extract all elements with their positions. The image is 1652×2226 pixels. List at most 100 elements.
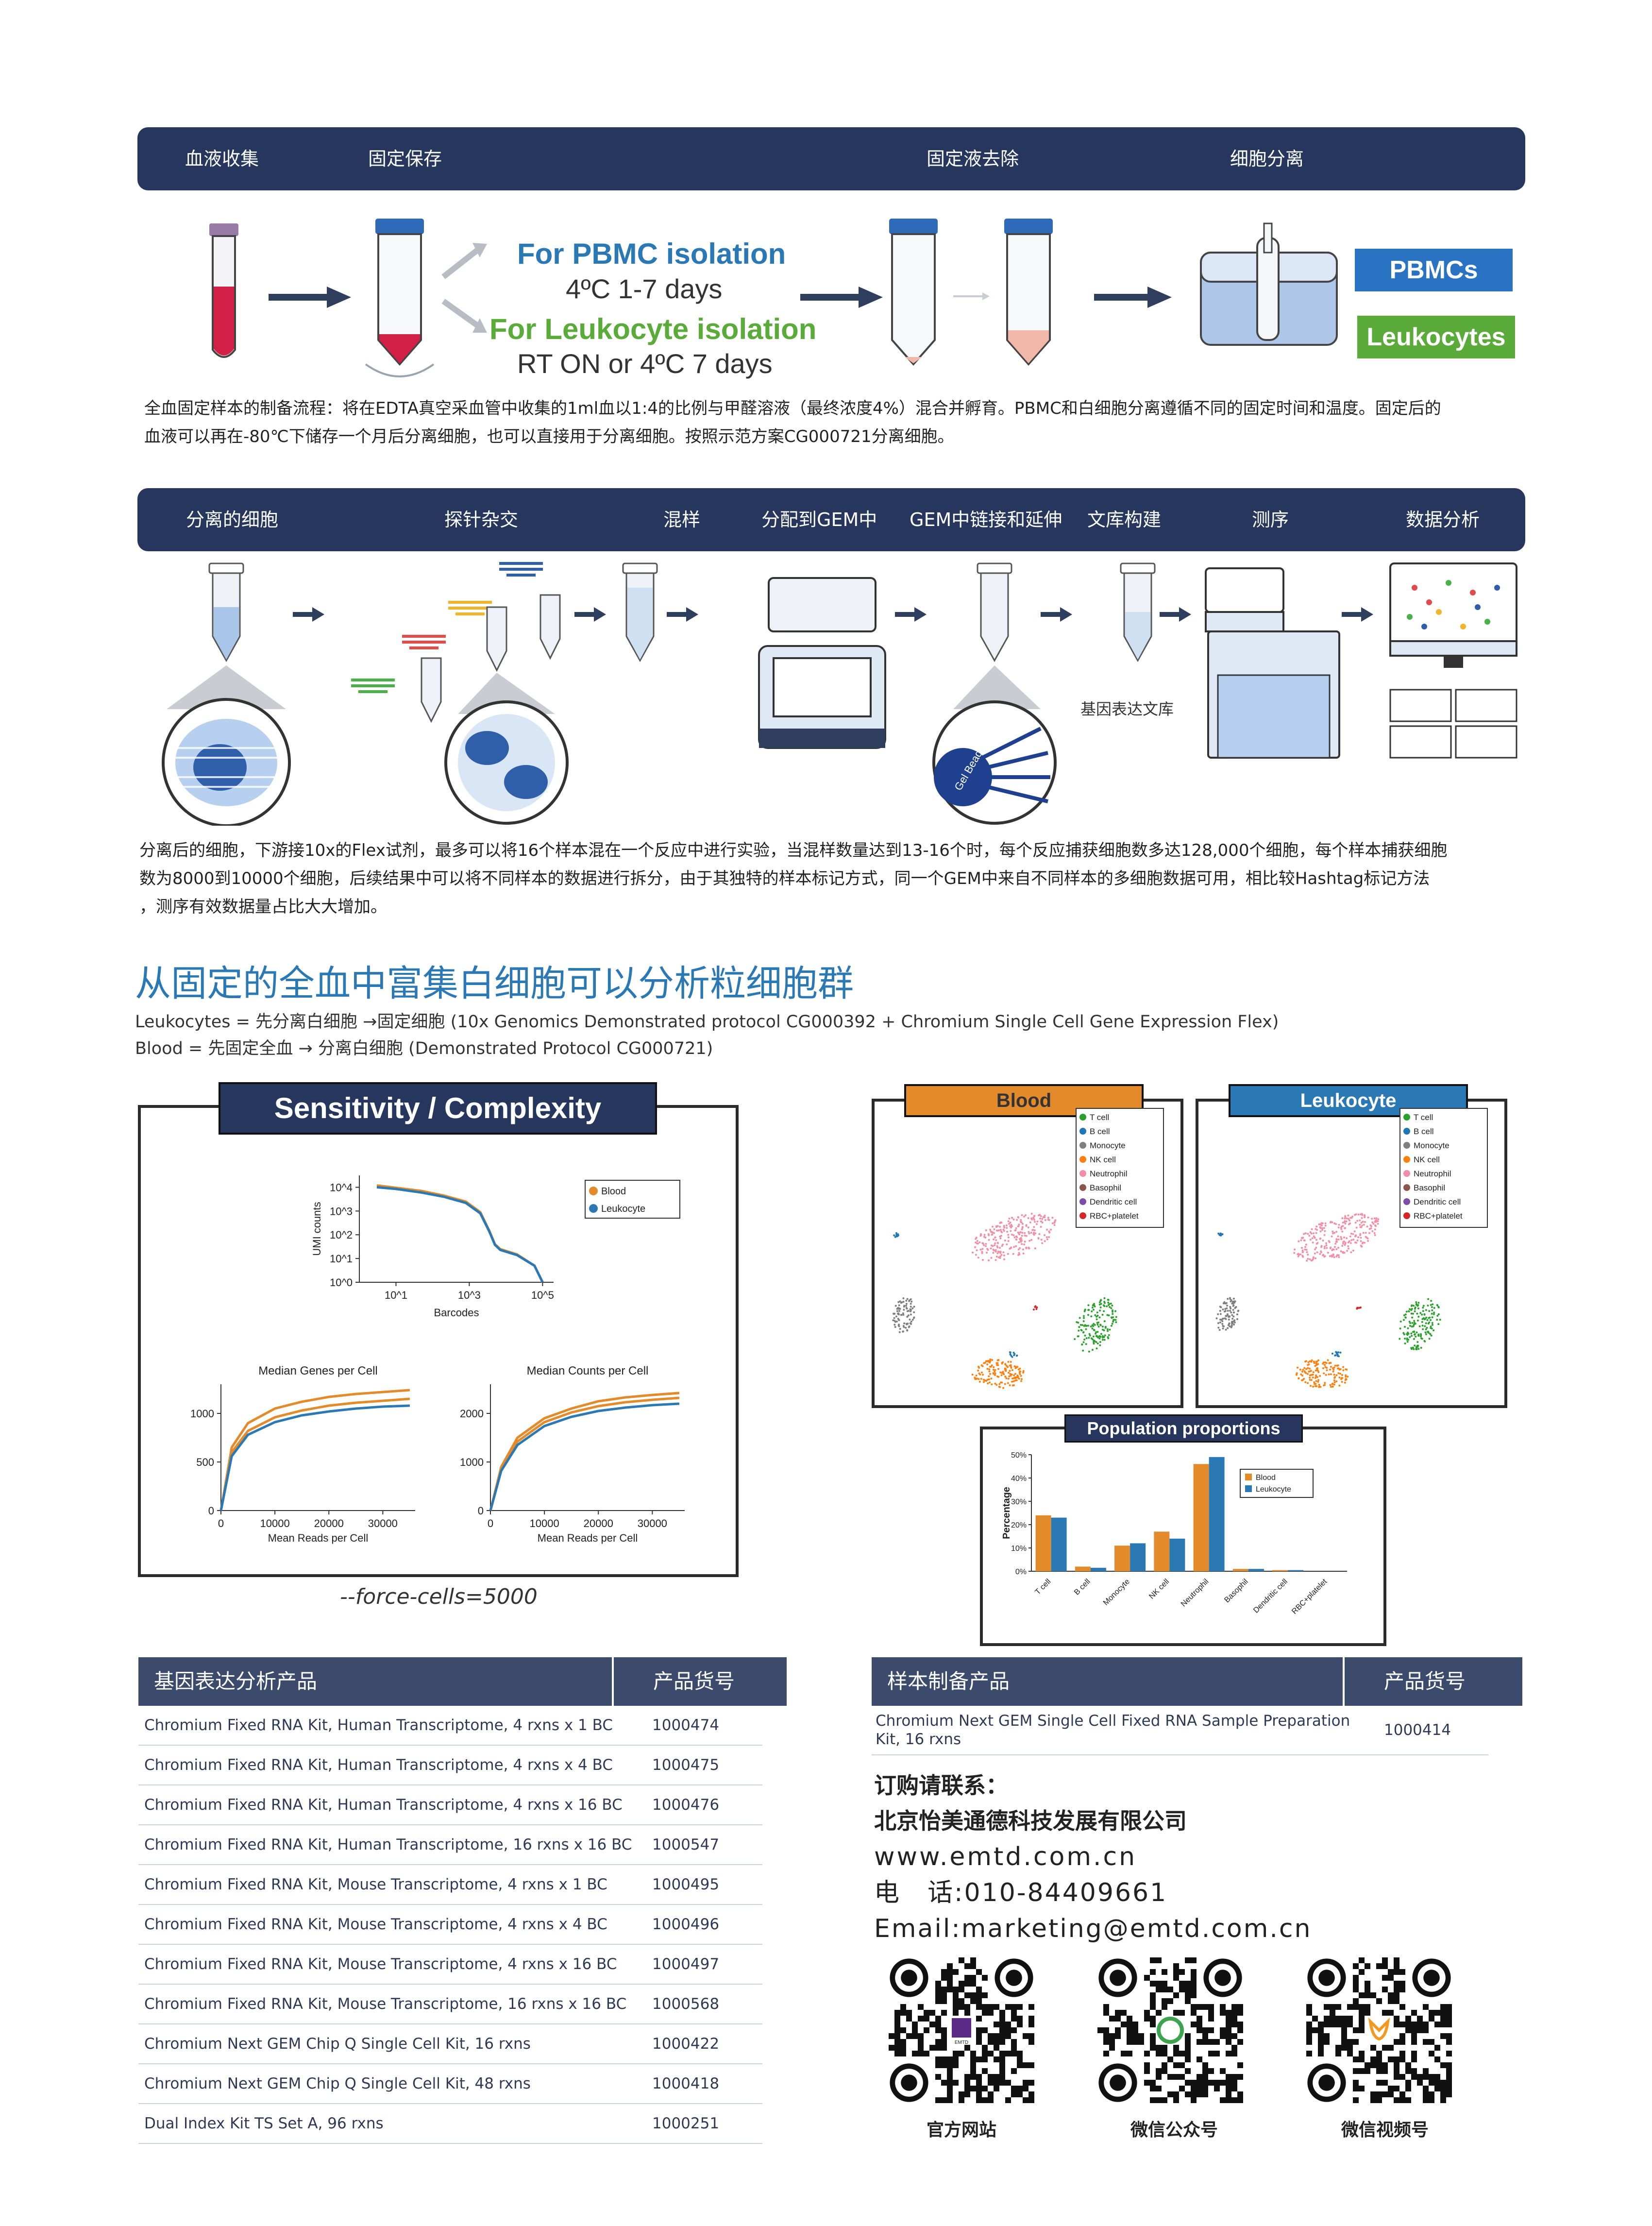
cell-point <box>1337 1364 1339 1367</box>
cell-point <box>995 1225 997 1227</box>
probe-icon <box>351 562 543 693</box>
qr-module <box>1017 2004 1023 2010</box>
qr-module <box>970 1998 976 2004</box>
qr-module <box>1150 1969 1156 1975</box>
cell-point <box>1432 1303 1434 1306</box>
arrow-icon <box>1160 607 1191 622</box>
cell-point <box>1317 1379 1320 1381</box>
table-row[interactable]: Chromium Fixed RNA Kit, Human Transcript… <box>138 1706 762 1746</box>
qr-module <box>1417 2022 1423 2027</box>
qr-module <box>935 2074 941 2080</box>
cell-point <box>1038 1214 1040 1217</box>
cell-point <box>1309 1367 1311 1370</box>
workflow2-illustration: Gel Bead <box>162 562 1517 826</box>
table-row[interactable]: Chromium Fixed RNA Kit, Mouse Transcript… <box>138 1865 762 1905</box>
cell-point <box>1338 1368 1341 1371</box>
qr-module <box>1394 2039 1399 2045</box>
qr-module <box>1109 2016 1115 2022</box>
cell-point <box>1088 1337 1090 1339</box>
cell-point <box>1439 1319 1441 1321</box>
qr-module <box>1011 2045 1017 2051</box>
qr-module <box>994 2080 999 2086</box>
cell-point <box>892 1319 894 1322</box>
sample-table-row[interactable]: Chromium Next GEM Single Cell Fixed RNA … <box>872 1706 1488 1755</box>
cell-point <box>1343 1236 1345 1239</box>
email-link[interactable]: Email:marketing@emtd.com.cn <box>874 1914 1312 1943</box>
cell-point <box>913 1311 915 1313</box>
cell-point <box>1314 1237 1316 1239</box>
cell-point <box>1345 1374 1347 1376</box>
cell-point <box>1015 1379 1018 1381</box>
qr-module <box>988 2004 994 2010</box>
cell-point <box>995 1250 997 1253</box>
phone-number[interactable]: 电 话:010-84409661 <box>874 1878 1168 1907</box>
cell-point <box>895 1232 897 1234</box>
fork-arrows-icon <box>441 243 487 333</box>
qr-module <box>1347 2051 1353 2056</box>
cell-point <box>1227 1298 1229 1300</box>
cell-point <box>1312 1374 1314 1376</box>
product-name: Chromium Next GEM Chip Q Single Cell Kit… <box>144 2075 531 2092</box>
qr-module <box>1028 2022 1034 2027</box>
qr-module <box>1376 2068 1382 2074</box>
table-row[interactable]: Chromium Next GEM Chip Q Single Cell Kit… <box>138 2064 762 2104</box>
table-row[interactable]: Chromium Fixed RNA Kit, Human Transcript… <box>138 1746 762 1785</box>
cell-point <box>1301 1247 1303 1249</box>
qr-module <box>1399 2097 1405 2103</box>
step-cell-isolation: 细胞分离 <box>1230 148 1304 170</box>
legend-label: Leukocyte <box>1256 1485 1291 1494</box>
cell-point <box>1037 1237 1040 1239</box>
website-link[interactable]: www.emtd.com.cn <box>874 1842 1137 1871</box>
workflow1-banner: 血液收集 固定保存 固定液去除 细胞分离 <box>137 127 1525 190</box>
cell-point <box>1315 1362 1317 1364</box>
workflow2-banner: 分离的细胞 探针杂交 混样 分配到GEM中 GEM中链接和延伸 文库构建 测序 … <box>137 488 1525 551</box>
table-row[interactable]: Chromium Fixed RNA Kit, Mouse Transcript… <box>138 1905 762 1945</box>
cell-point <box>909 1318 911 1321</box>
qr-module <box>964 2045 970 2051</box>
qr-module <box>1103 2039 1109 2045</box>
qr-module <box>959 1998 964 2004</box>
cell-point <box>1319 1386 1322 1388</box>
cell-point <box>1015 1366 1018 1369</box>
cell-point <box>1022 1370 1025 1372</box>
cell-point <box>1007 1253 1009 1255</box>
qr-finder <box>1318 1970 1335 1986</box>
legend-marker <box>1079 1198 1086 1205</box>
x-tick-label: NK cell <box>1147 1578 1171 1601</box>
cell-point <box>1301 1371 1303 1373</box>
x-tick-label: Dendritic cell <box>1252 1578 1289 1615</box>
qr-module <box>1144 2016 1150 2022</box>
qr-module <box>1191 2091 1197 2097</box>
cell-point <box>1018 1223 1020 1226</box>
qr-module <box>964 2074 970 2080</box>
cell-point <box>1109 1328 1111 1331</box>
cell-point <box>1093 1308 1095 1311</box>
cell-point <box>1329 1362 1331 1364</box>
cell-point <box>1416 1331 1418 1334</box>
cell-point <box>1311 1237 1314 1240</box>
table-row[interactable]: Chromium Fixed RNA Kit, Mouse Transcript… <box>138 1985 762 2024</box>
cell-point <box>1409 1308 1411 1310</box>
cell-point <box>1236 1313 1238 1316</box>
qr-finder <box>1318 2074 1335 2091</box>
table-row[interactable]: Chromium Fixed RNA Kit, Human Transcript… <box>138 1785 762 1825</box>
qr-module <box>1017 2086 1023 2091</box>
cell-point <box>910 1320 912 1323</box>
qr-module <box>1423 2004 1429 2010</box>
cell-point <box>1002 1228 1005 1231</box>
qr-module <box>1011 2027 1017 2033</box>
cell-point <box>1332 1232 1334 1235</box>
x-tick-label: B cell <box>1073 1578 1092 1597</box>
cell-point <box>1332 1230 1334 1233</box>
qr-module <box>912 2033 918 2039</box>
cell-point <box>1422 1328 1424 1330</box>
qr-module <box>1399 1969 1405 1975</box>
cell-cluster <box>1296 1359 1349 1388</box>
table-row[interactable]: Chromium Next GEM Chip Q Single Cell Kit… <box>138 2024 762 2064</box>
table-row[interactable]: Chromium Fixed RNA Kit, Mouse Transcript… <box>138 1945 762 1985</box>
cell-point <box>1083 1317 1085 1319</box>
table-row[interactable]: Chromium Fixed RNA Kit, Human Transcript… <box>138 1825 762 1865</box>
